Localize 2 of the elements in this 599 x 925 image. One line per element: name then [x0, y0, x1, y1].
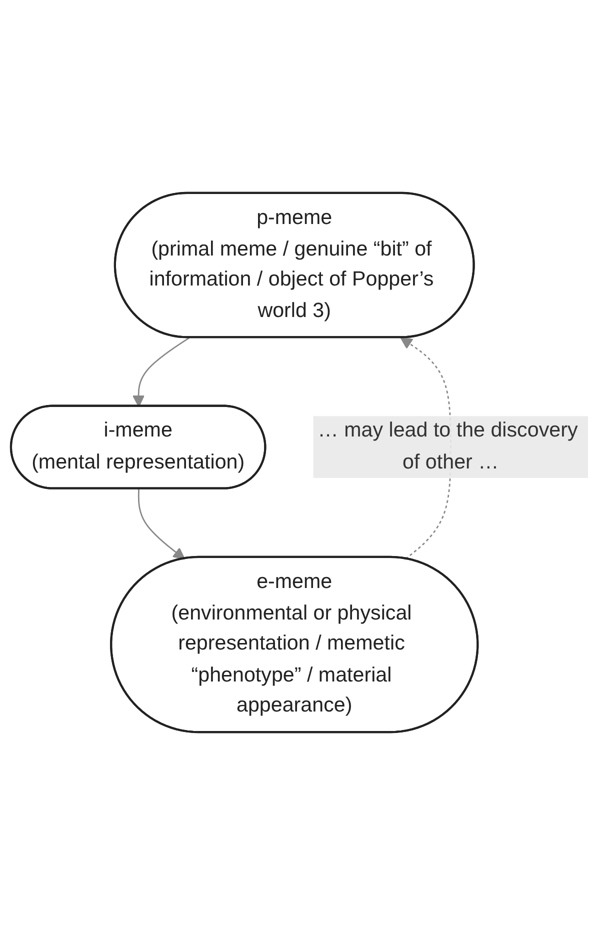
- edge-label: … may lead to the discovery of other …: [318, 418, 578, 474]
- arrow: [138, 488, 186, 560]
